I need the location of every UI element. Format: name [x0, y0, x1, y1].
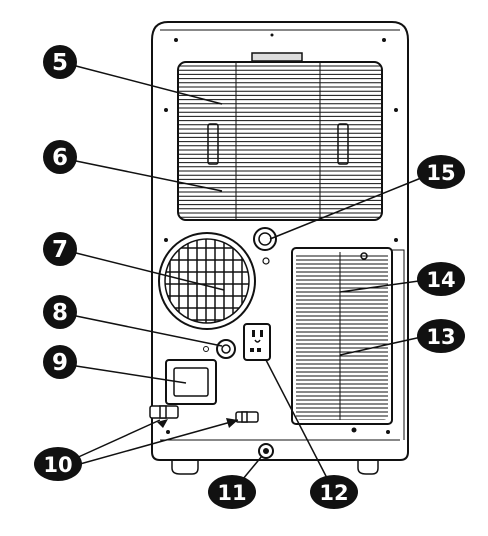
- callout-9: 9: [43, 345, 77, 379]
- leader-5: [75, 65, 223, 105]
- callout-7: 7: [43, 232, 77, 266]
- leader-9: [75, 365, 187, 384]
- svg-text:13: 13: [426, 325, 455, 349]
- leader-13: [339, 335, 427, 356]
- leader-14: [339, 279, 427, 293]
- cord-storage-box: [165, 359, 217, 405]
- callout-11: 11: [208, 475, 256, 509]
- svg-text:7: 7: [52, 237, 68, 263]
- arrowheads: [157, 418, 238, 428]
- svg-text:12: 12: [319, 481, 348, 505]
- drain-knob: [253, 227, 277, 265]
- power-outlet-icon: [243, 323, 271, 361]
- svg-text:8: 8: [52, 300, 68, 326]
- leader-8: [75, 315, 223, 347]
- callout-10: 10: [34, 447, 82, 481]
- svg-text:5: 5: [52, 50, 68, 76]
- exhaust-fan-grille: [158, 232, 256, 330]
- svg-text:14: 14: [426, 268, 455, 292]
- svg-text:9: 9: [52, 350, 68, 376]
- leader-15: [269, 175, 427, 240]
- leader-10b: [79, 419, 239, 465]
- callout-15: 15: [417, 155, 465, 189]
- callout-13: 13: [417, 319, 465, 353]
- callout-12: 12: [310, 475, 358, 509]
- svg-text:6: 6: [52, 145, 68, 171]
- callout-8: 8: [43, 295, 77, 329]
- drain-plugs: [149, 405, 259, 423]
- upper-filter-grille: [177, 61, 383, 221]
- callout-6: 6: [43, 140, 77, 174]
- svg-text:10: 10: [43, 453, 72, 477]
- svg-text:11: 11: [217, 481, 246, 505]
- callout-5: 5: [43, 45, 77, 79]
- bottom-drain: [258, 443, 274, 459]
- unit-body: [151, 21, 409, 475]
- leader-6: [75, 160, 223, 192]
- lower-filter-grille: [291, 247, 393, 425]
- power-cord-port: [203, 339, 236, 359]
- leader-10a: [73, 419, 161, 460]
- leader-12: [265, 359, 329, 481]
- leader-7: [75, 252, 225, 291]
- callout-14: 14: [417, 262, 465, 296]
- svg-text:15: 15: [426, 161, 455, 185]
